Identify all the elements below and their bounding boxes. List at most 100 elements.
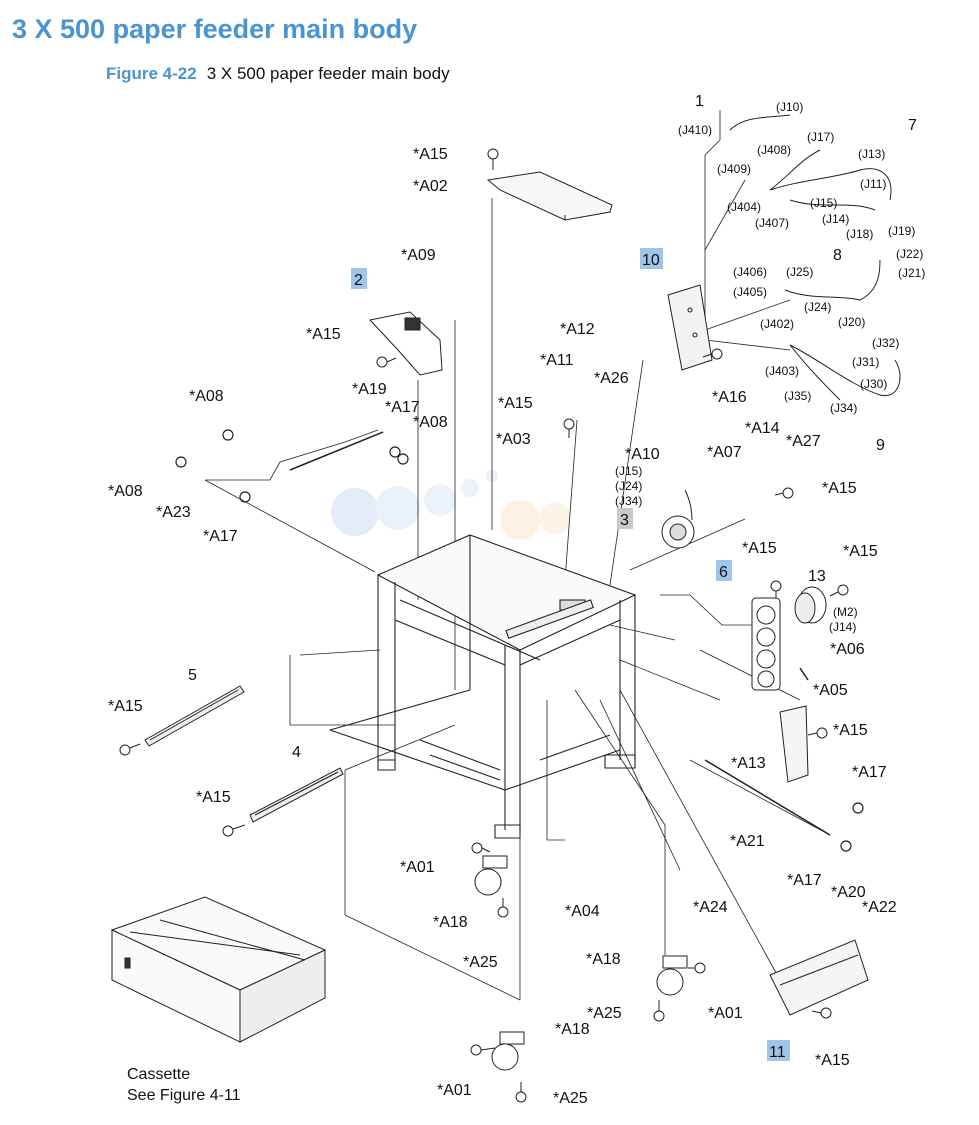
connector-a10-j15: (J15) (615, 464, 642, 478)
cassette-label: Cassette (127, 1066, 191, 1083)
shafts (289, 431, 831, 836)
connector-j406: (J406) (733, 265, 767, 279)
connector-j25: (J25) (786, 265, 813, 279)
callout-8: 8 (833, 247, 842, 264)
callout-a24: *A24 (693, 899, 728, 916)
connector-j30: (J30) (860, 377, 887, 391)
callout-a15-right: *A15 (822, 480, 857, 497)
wire-harnesses (684, 114, 901, 521)
callout-a01-left: *A01 (400, 859, 435, 876)
rail-4 (249, 767, 344, 823)
a05-plate (779, 705, 809, 783)
top-plate (486, 171, 613, 221)
callout-a08-left: *A08 (108, 483, 143, 500)
callout-5: 5 (188, 667, 197, 684)
callout-a25-bottom: *A25 (553, 1090, 588, 1107)
callout-a15-motor: *A15 (843, 543, 878, 560)
screws (119, 148, 849, 1103)
part-13-motor (794, 586, 827, 624)
connector-j31: (J31) (852, 355, 879, 369)
connector-j11: (J11) (860, 177, 886, 191)
callout-a26: *A26 (594, 370, 629, 387)
callout-2: 2 (354, 272, 363, 289)
callout-1: 1 (695, 93, 704, 110)
callout-a02: *A02 (413, 178, 448, 195)
connector-j35: (J35) (784, 389, 811, 403)
callout-a15-gear: *A15 (742, 540, 777, 557)
callout-a15-left: *A15 (306, 326, 341, 343)
callout-a01-right: *A01 (708, 1005, 743, 1022)
main-frame (329, 534, 637, 839)
connector-j13: (J13) (858, 147, 885, 161)
callout-a20: *A20 (831, 884, 866, 901)
connector-j34: (J34) (830, 401, 857, 415)
callout-a27: *A27 (786, 433, 821, 450)
figure-number: Figure 4-22 (106, 64, 197, 83)
figure-title: 3 X 500 paper feeder main body (206, 64, 450, 83)
caster-bottom (491, 1031, 525, 1071)
page-title: 3 X 500 paper feeder main body (12, 14, 418, 44)
connector-j404: (J404) (727, 200, 761, 214)
connector-m2: (M2) (833, 605, 858, 619)
connector-j32: (J32) (872, 336, 899, 350)
callout-6: 6 (719, 564, 728, 581)
callout-a16: *A16 (712, 389, 747, 406)
connector-j407: (J407) (755, 216, 789, 230)
connector-j18: (J18) (846, 227, 873, 241)
connector-j15: (J15) (810, 196, 837, 210)
connector-j20: (J20) (838, 315, 865, 329)
callout-a07: *A07 (707, 444, 742, 461)
callout-a25-left: *A25 (463, 954, 498, 971)
connector-j410: (J410) (678, 123, 712, 137)
connector-j17: (J17) (807, 130, 834, 144)
callout-3: 3 (620, 512, 629, 529)
connector-j409: (J409) (717, 162, 751, 176)
callout-a06: *A06 (830, 641, 865, 658)
callout-a08-top: *A08 (189, 388, 224, 405)
connector-j22: (J22) (896, 247, 923, 261)
callout-a12: *A12 (560, 321, 595, 338)
callout-a17-right: *A17 (852, 764, 887, 781)
caster-right (656, 955, 688, 996)
connector-a10-j34: (J34) (615, 494, 642, 508)
part-11-unit (769, 939, 869, 1016)
callout-a15-rail5: *A15 (108, 698, 143, 715)
watermark (331, 470, 571, 540)
cassette-drawing (110, 896, 327, 1043)
callout-13: 13 (808, 568, 826, 585)
connector-j403: (J403) (765, 364, 799, 378)
callout-a17-bottom: *A17 (787, 872, 822, 889)
callout-labels: 1 2 3 4 5 6 7 8 9 10 11 13 *A15 *A02 *A0… (108, 93, 917, 1107)
connector-j21: (J21) (898, 266, 925, 280)
callout-11: 11 (769, 1044, 786, 1061)
callout-a25-right: *A25 (587, 1005, 622, 1022)
callout-a22: *A22 (862, 899, 897, 916)
callout-a05: *A05 (813, 682, 848, 699)
part-3-motor (661, 515, 695, 549)
caster-left (474, 855, 508, 896)
casters (474, 855, 688, 1071)
part-6-gear-assembly (751, 597, 781, 691)
callout-9: 9 (876, 437, 885, 454)
cassette-reference: See Figure 4-11 (127, 1087, 241, 1104)
callout-a04: *A04 (565, 903, 600, 920)
callout-a10: *A10 (625, 446, 660, 463)
callout-a15-top: *A15 (413, 146, 448, 163)
callout-a18-left: *A18 (433, 914, 468, 931)
leader-lines (204, 110, 831, 1001)
connector-j405: (J405) (733, 285, 767, 299)
figure-caption: Figure 4-22 3 X 500 paper feeder main bod… (106, 64, 450, 84)
callout-a14: *A14 (745, 420, 780, 437)
connector-j19: (J19) (888, 224, 915, 238)
controller-pcb (667, 284, 713, 371)
callout-7: 7 (908, 117, 917, 134)
callout-4: 4 (292, 744, 301, 761)
connector-j14: (J14) (822, 212, 849, 226)
callout-a17-left: *A17 (203, 528, 238, 545)
e-rings (175, 429, 864, 852)
callout-a17-mid: *A17 (385, 399, 420, 416)
connector-j24: (J24) (804, 300, 831, 314)
part-2-bracket (369, 311, 443, 376)
callout-a09: *A09 (401, 247, 436, 264)
